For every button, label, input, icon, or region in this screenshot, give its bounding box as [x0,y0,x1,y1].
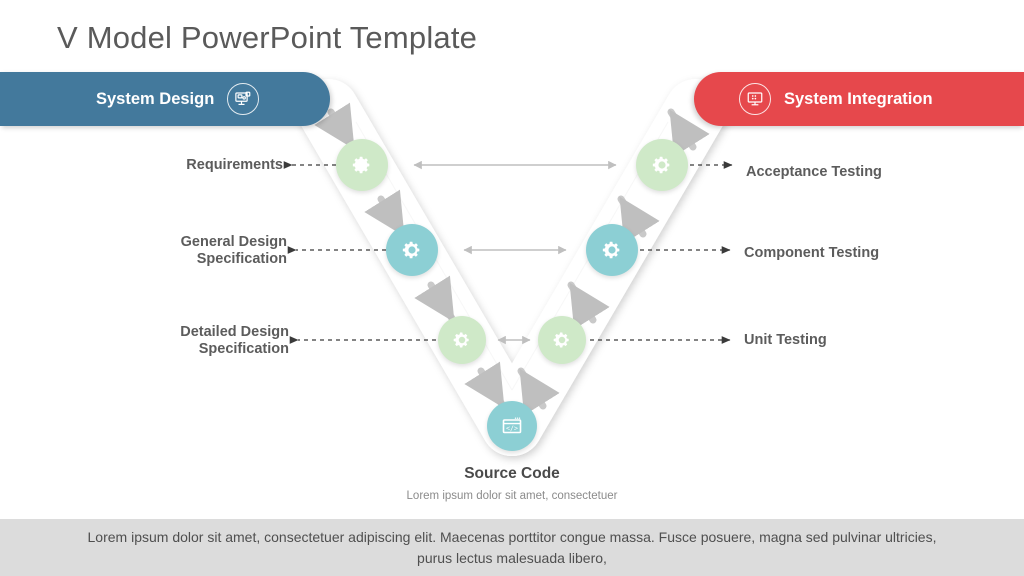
monitor-design-icon [227,83,260,115]
label-detailed-design-specification: Detailed Design Specification [180,324,289,357]
label-unit-testing: Unit Testing [744,332,827,348]
node-detailed-design[interactable] [438,316,486,364]
header-bar-system-integration[interactable]: System Integration [694,72,1024,126]
gear-icon [402,241,420,259]
label-component-testing: Component Testing [744,245,880,261]
cross-connectors [413,160,617,345]
right-dashed-connectors [590,161,733,344]
node-component-testing[interactable] [586,224,638,276]
left-dashed-connectors [283,161,436,344]
node-unit-testing[interactable] [538,316,586,364]
label-requirements: Requirements [186,157,283,173]
source-code-subtitle: Lorem ipsum dolor sit amet, consectetuer [406,490,618,502]
label-general-design-specification: General Design Specification [180,234,287,267]
monitor-grid-icon [739,83,771,115]
node-acceptance-testing[interactable] [636,139,688,191]
right-arm-arrows [517,108,710,416]
gear-icon [602,241,620,259]
node-source-code[interactable]: </> [487,401,537,451]
source-code-title: Source Code [464,465,560,482]
gear-icon [652,156,670,174]
footer-text: Lorem ipsum dolor sit amet, consectetuer… [87,528,937,566]
code-window-icon: </> [502,417,522,434]
gear-icon [553,332,569,348]
svg-text:</>: </> [506,425,518,433]
header-bar-system-design[interactable]: System Design [0,72,330,126]
footer-bar: Lorem ipsum dolor sit amet, consectetuer… [0,519,1024,576]
system-integration-label: System Integration [784,89,933,108]
page-title: V Model PowerPoint Template [57,20,478,55]
system-design-label: System Design [96,89,215,108]
gear-icon [352,156,370,174]
label-acceptance-testing: Acceptance Testing [746,164,882,180]
gear-icon [453,332,469,348]
node-requirements[interactable] [336,139,388,191]
node-general-design[interactable] [386,224,438,276]
